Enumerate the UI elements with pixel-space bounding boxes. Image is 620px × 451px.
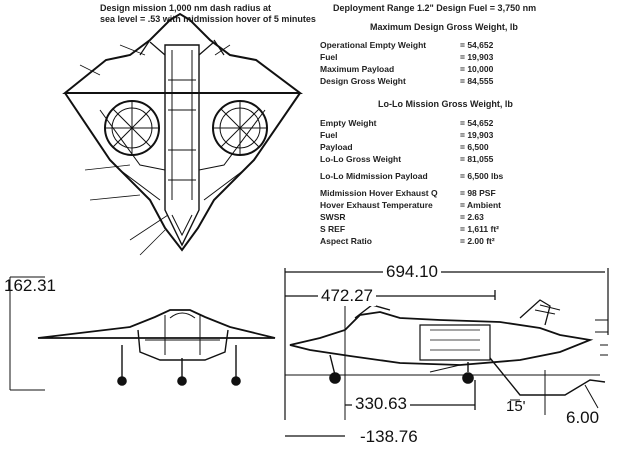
- lolo-midmission-label: Lo-Lo Midmission Payload: [320, 171, 428, 181]
- hover-label: Hover Exhaust Temperature: [320, 200, 433, 210]
- length-a-dimension: 472.27: [318, 286, 376, 306]
- dw-label: Design Gross Weight: [320, 76, 406, 86]
- hover-value: = 2.00 ft²: [460, 236, 495, 246]
- dw-label: Operational Empty Weight: [320, 40, 427, 50]
- hover-value: = 2.63: [460, 212, 484, 222]
- lolo-label: Payload: [320, 142, 353, 152]
- lolo-value: = 19,903: [460, 130, 494, 140]
- dw-value: = 10,000: [460, 64, 494, 74]
- front-view-drawing: [9, 276, 276, 391]
- lolo-label: Empty Weight: [320, 118, 377, 128]
- length-d-dimension: 6.00: [566, 408, 600, 427]
- dw-label: Maximum Payload: [320, 64, 395, 74]
- dw-value: = 84,555: [460, 76, 494, 86]
- lolo-label: Lo-Lo Gross Weight: [320, 154, 402, 164]
- side-view-drawing: [284, 268, 609, 437]
- dw-value: = 19,903: [460, 52, 494, 62]
- dw-value: = 54,652: [460, 40, 494, 50]
- length-c-dimension: 15': [506, 398, 526, 415]
- lolo-weight-title: Lo-Lo Mission Gross Weight, lb: [378, 99, 513, 109]
- hover-label: Midmission Hover Exhaust Q: [320, 188, 438, 198]
- hover-value: = 98 PSF: [460, 188, 496, 198]
- design-mission-line2: sea level = .53 with midmission hover of…: [100, 14, 316, 24]
- overall-length-dimension: 694.10: [383, 262, 441, 282]
- lolo-midmission-value: = 6,500 lbs: [460, 171, 504, 181]
- hover-label: SWSR: [320, 212, 346, 222]
- lolo-value: = 81,055: [460, 154, 494, 164]
- length-e-dimension: -138.76: [360, 427, 418, 446]
- lolo-value: = 54,652: [460, 118, 494, 128]
- dw-label: Fuel: [320, 52, 338, 62]
- length-b-dimension: 330.63: [352, 394, 410, 414]
- hover-value: = Ambient: [460, 200, 502, 210]
- hover-value: = 1,611 ft²: [460, 224, 499, 234]
- hover-label: Aspect Ratio: [320, 236, 372, 246]
- lolo-label: Fuel: [320, 130, 338, 140]
- design-mission-text: Design mission 1,000 nm dash radius at s…: [100, 3, 316, 25]
- hover-label: S REF: [320, 224, 346, 234]
- lolo-value: = 6,500: [460, 142, 489, 152]
- deployment-range-text: Deployment Range 1.2" Design Fuel = 3,75…: [333, 3, 537, 13]
- plan-view-drawing: [62, 12, 303, 256]
- design-mission-line1: Design mission 1,000 nm dash radius at: [100, 3, 272, 13]
- design-weight-title: Maximum Design Gross Weight, lb: [370, 22, 518, 32]
- height-dimension: 162.31: [4, 276, 56, 295]
